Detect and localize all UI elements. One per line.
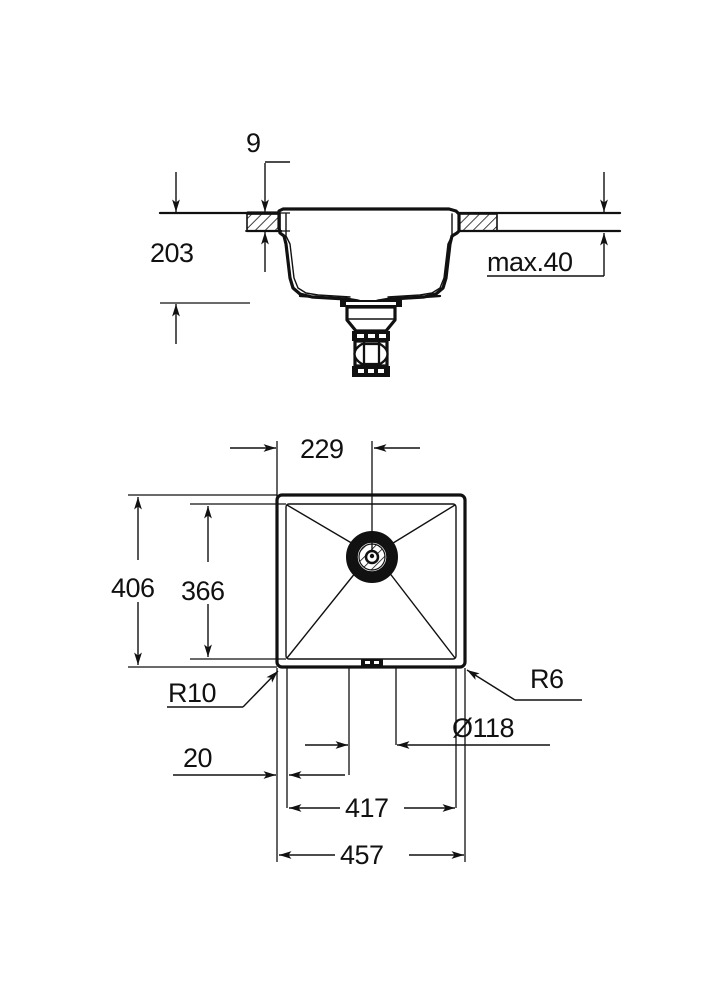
dim-label-r10: R10 (168, 678, 216, 708)
bowl-slope-line-tl (286, 504, 361, 549)
dim-label-dia118: Ø118 (452, 713, 514, 743)
sink-bowl-outer-profile (246, 207, 461, 305)
dim-label-417: 417 (345, 793, 389, 823)
overflow-slot-gap-a (365, 661, 370, 664)
bowl-slope-line-br (384, 566, 456, 659)
dim-label-229: 229 (300, 434, 344, 464)
dim-label-r6: R6 (530, 664, 564, 694)
cross-section-view: 203 9 max.40 (150, 128, 622, 377)
drain-collar-upper-slot-a (357, 334, 364, 338)
drain-collar-upper-slot-c (379, 334, 386, 338)
leader-line-r6 (466, 669, 516, 701)
drain-tube-bulge (353, 342, 389, 366)
bowl-slope-line-tr (384, 504, 456, 549)
countertop-hatch-left (246, 213, 281, 232)
dim-label-max40: max.40 (487, 247, 573, 277)
plan-view: 229 406 366 R10 R6 (111, 434, 582, 870)
dim-label-20: 20 (183, 743, 212, 773)
dim-label-203: 203 (150, 238, 194, 268)
sink-bowl-inner-wall (285, 213, 351, 298)
bowl-slope-line-bl (286, 566, 361, 659)
sink-bowl-inner-wall-right (387, 213, 453, 298)
overflow-slot-gap-b (374, 661, 379, 664)
dim-label-366: 366 (181, 576, 225, 606)
drain-collar-lower-slot-c (378, 369, 384, 373)
leader-line-r10 (242, 670, 279, 708)
drain-collar-lower-slot-b (368, 369, 374, 373)
countertop-hatch-right (458, 213, 498, 232)
dim-label-457: 457 (340, 840, 384, 870)
drain-collar-lower-slot-a (358, 369, 364, 373)
dim-label-9: 9 (246, 128, 261, 158)
overflow-slot (361, 659, 383, 666)
dim-label-406: 406 (111, 573, 155, 603)
drain-collar-upper-slot-b (368, 334, 375, 338)
drain-center-dot (369, 553, 375, 559)
drain-flange-highlight (346, 302, 396, 305)
